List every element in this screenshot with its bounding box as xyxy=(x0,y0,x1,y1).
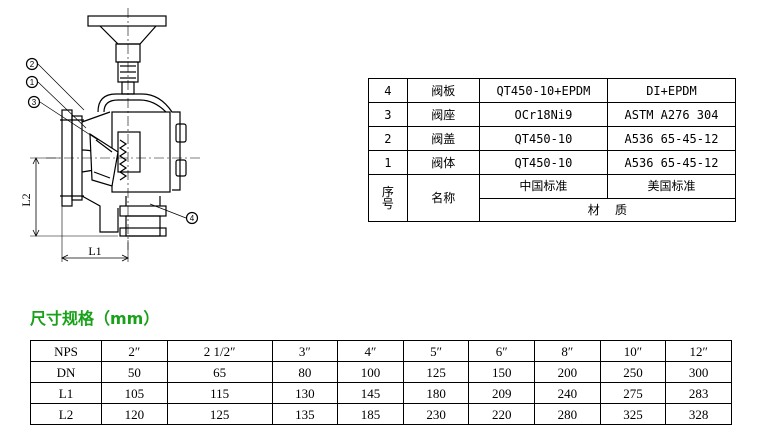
nps-cell: 4″ xyxy=(337,340,404,362)
dn-label: DN xyxy=(30,361,102,383)
dn-cell: 50 xyxy=(101,361,168,383)
table-row: NPS 2″2 1/2″3″4″5″6″8″10″12″ xyxy=(30,340,732,362)
l1-cell: 145 xyxy=(337,382,404,404)
table-row: 2 阀盖 QT450-10 A536 65-45-12 xyxy=(368,126,737,151)
cn-standard: QT450-10 xyxy=(478,126,608,151)
l1-cell: 105 xyxy=(101,382,168,404)
nps-cell: 8″ xyxy=(534,340,601,362)
callout-4 xyxy=(185,211,199,225)
l2-row-label: L2 xyxy=(30,403,102,425)
l1-cell: 283 xyxy=(665,382,732,404)
part-no: 3 xyxy=(368,102,408,127)
nps-cell: 5″ xyxy=(402,340,470,362)
l2-cell: 230 xyxy=(402,403,470,425)
callout-1-label: 1 xyxy=(30,78,35,87)
size-spec-title: 尺寸规格（mm） xyxy=(30,309,160,328)
us-standard: ASTM A276 304 xyxy=(606,102,737,127)
nps-label: NPS xyxy=(30,340,102,362)
dn-cell: 200 xyxy=(534,361,601,383)
spring xyxy=(118,139,128,181)
dn-cell: 100 xyxy=(337,361,404,383)
dn-cell: 150 xyxy=(468,361,536,383)
l2-cell: 125 xyxy=(166,403,273,425)
materials-table: 4 阀板 QT450-10+EPDM DI+EPDM 3 阀座 OCr18Ni9… xyxy=(368,78,737,222)
table-row: 1 阀体 QT450-10 A536 65-45-12 xyxy=(368,150,737,175)
header-us: 美国标准 xyxy=(606,174,737,199)
callout-4-label: 4 xyxy=(190,214,195,223)
valve-body xyxy=(81,111,119,233)
dn-cell: 300 xyxy=(665,361,732,383)
nps-cell: 6″ xyxy=(468,340,536,362)
cn-standard: QT450-10 xyxy=(478,150,608,175)
part-name: 阀体 xyxy=(406,150,480,175)
table-header-row: 材 质 xyxy=(369,197,737,222)
l1-cell: 240 xyxy=(534,382,601,404)
us-standard: A536 65-45-12 xyxy=(606,126,737,151)
l1-cell: 115 xyxy=(166,382,273,404)
nps-cell: 2″ xyxy=(101,340,168,362)
part-name: 阀盖 xyxy=(406,126,480,151)
top-plate xyxy=(87,15,167,27)
cn-standard: OCr18Ni9 xyxy=(478,102,608,127)
part-name: 阀座 xyxy=(406,102,480,127)
l2-cell: 220 xyxy=(468,403,536,425)
part-no: 2 xyxy=(368,126,408,151)
callout-3-label: 3 xyxy=(32,98,37,107)
header-no: 序 号 xyxy=(368,174,408,222)
l1-cell: 275 xyxy=(599,382,667,404)
header-no-line1: 序 xyxy=(381,185,394,199)
l2-cell: 135 xyxy=(271,403,339,425)
l1-cell: 180 xyxy=(402,382,470,404)
dn-cell: 125 xyxy=(402,361,470,383)
callout-2-label: 2 xyxy=(30,60,35,69)
dn-cell: 250 xyxy=(599,361,667,383)
us-standard: A536 65-45-12 xyxy=(606,150,737,175)
callout-2 xyxy=(25,57,39,71)
nps-cell: 12″ xyxy=(665,340,732,362)
part-no: 1 xyxy=(368,150,408,175)
side-lug xyxy=(175,123,187,143)
table-row: 3 阀座 OCr18Ni9 ASTM A276 304 xyxy=(368,102,737,127)
nps-cell: 2 1/2″ xyxy=(166,340,273,362)
dn-cell: 65 xyxy=(166,361,273,383)
part-no: 4 xyxy=(368,78,408,103)
nps-cell: 3″ xyxy=(271,340,339,362)
part-name: 阀板 xyxy=(406,78,480,103)
l2-cell: 280 xyxy=(534,403,601,425)
l2-cell: 185 xyxy=(337,403,404,425)
dn-cell: 80 xyxy=(271,361,339,383)
callout-1 xyxy=(25,75,39,89)
l1-cell: 130 xyxy=(271,382,339,404)
us-standard: DI+EPDM xyxy=(606,78,737,103)
table-row: 4 阀板 QT450-10+EPDM DI+EPDM xyxy=(368,78,737,103)
l1-row-label: L1 xyxy=(30,382,102,404)
l2-label: L2 xyxy=(19,193,33,206)
table-header-row: 序 号 名称 中国标准 美国标准 xyxy=(368,174,737,222)
l2-cell: 120 xyxy=(101,403,168,425)
callout-3 xyxy=(27,95,41,109)
l1-cell: 209 xyxy=(468,382,536,404)
valve-disc xyxy=(89,132,119,187)
bonnet xyxy=(97,93,181,191)
header-no-line2: 号 xyxy=(381,197,394,211)
header-cn: 中国标准 xyxy=(478,174,608,199)
l2-cell: 328 xyxy=(665,403,732,425)
nps-cell: 10″ xyxy=(599,340,667,362)
valve-drawing: 2 1 3 4 L2 L1 xyxy=(19,8,200,262)
l1-label: L1 xyxy=(88,244,101,258)
header-name: 名称 xyxy=(406,174,480,222)
header-material: 材 质 xyxy=(478,197,737,222)
cn-standard: QT450-10+EPDM xyxy=(478,78,608,103)
l2-cell: 325 xyxy=(599,403,667,425)
